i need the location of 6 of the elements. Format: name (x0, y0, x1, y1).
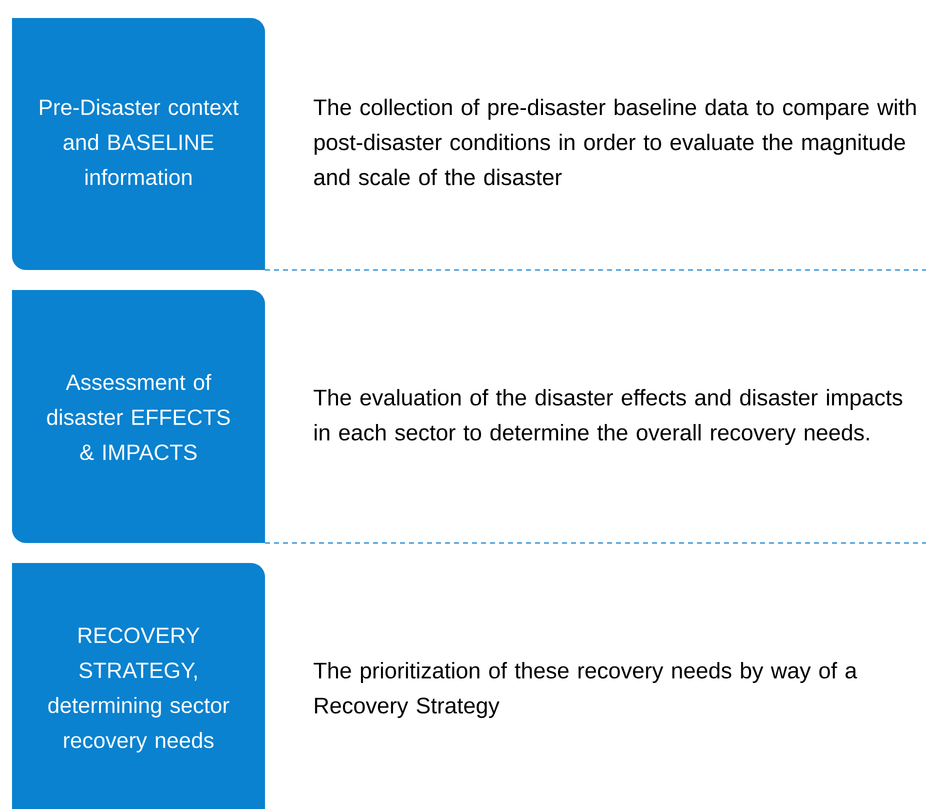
description-text: The prioritization of these recovery needs by way of a Recovery Strategy (314, 662, 858, 718)
description-text: The collection of pre-disaster baseline data to compare with post-disaster conditions in order to evaluate the magnitude and scale of the disaster (314, 98, 916, 186)
description-text: The evaluation of the disaster effects and disaster impacts in each sector to determine the overall recovery needs. (314, 389, 902, 445)
step-box: Assessment of disaster EFFECTS & IMPACTS (12, 290, 265, 543)
step-box: Pre-Disaster context and BASELINE information (12, 18, 265, 270)
step-box: RECOVERY STRATEGY, determining sector recovery needs (12, 563, 265, 809)
